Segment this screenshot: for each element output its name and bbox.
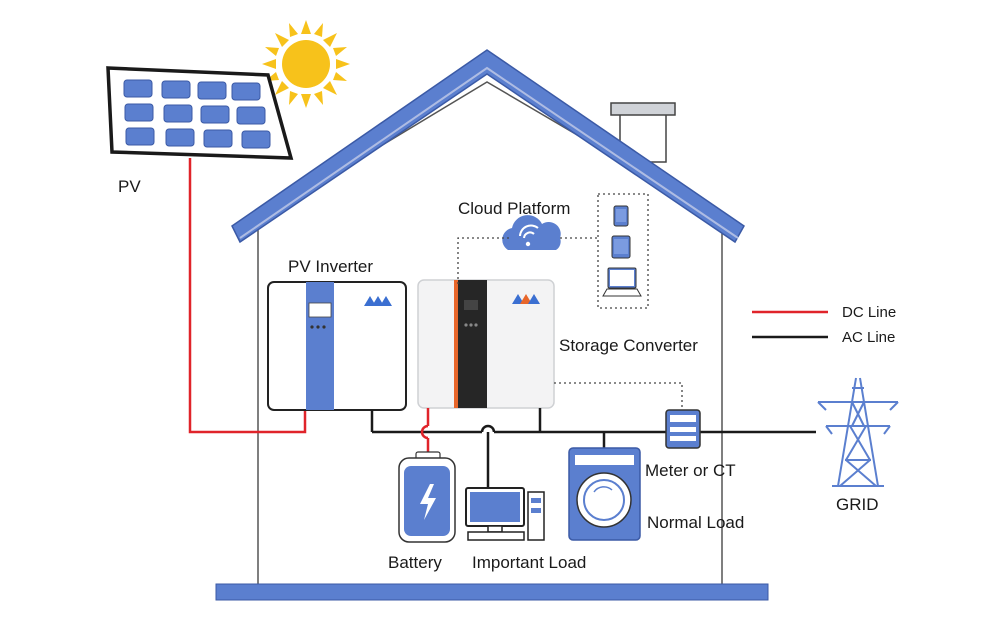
legend-ac-label: AC Line <box>842 329 895 346</box>
computer-icon <box>465 487 545 541</box>
washing-machine-icon <box>568 447 641 541</box>
house-floor <box>215 583 769 601</box>
grid-label: GRID <box>836 495 879 514</box>
phone-icon <box>613 205 629 227</box>
transmission-tower-icon <box>817 377 899 487</box>
comm-line-converter-meter <box>554 382 683 410</box>
legend: DC Line AC Line <box>752 304 896 346</box>
ac-bus <box>370 408 816 488</box>
logo-icon <box>364 296 392 306</box>
logo-icon <box>512 294 540 304</box>
dc-line-pv <box>188 158 307 434</box>
tablet-icon <box>611 235 631 259</box>
roof-highlight <box>239 66 739 239</box>
meter-label: Meter or CT <box>645 461 736 480</box>
pv-inverter-label: PV Inverter <box>288 257 373 276</box>
storage-converter <box>417 279 555 409</box>
sun-icon <box>262 20 350 108</box>
devices-box <box>597 193 649 309</box>
legend-dc-label: DC Line <box>842 304 896 321</box>
meter-icon <box>665 409 701 449</box>
storage-converter-label: Storage Converter <box>559 336 698 355</box>
comm-line-cloud-converter <box>457 237 510 284</box>
wifi-cloud-icon <box>502 215 561 250</box>
laptop-icon <box>602 267 642 297</box>
pv-label: PV <box>118 177 141 196</box>
roof <box>231 49 745 244</box>
cloud-platform-label: Cloud Platform <box>458 199 570 218</box>
solar-panel-icon <box>106 66 294 160</box>
important-load-label: Important Load <box>472 553 586 572</box>
pv-inverter <box>267 281 407 411</box>
normal-load-label: Normal Load <box>647 513 744 532</box>
battery-label: Battery <box>388 553 442 572</box>
battery-icon <box>398 451 456 543</box>
chimney-cap <box>610 102 676 116</box>
